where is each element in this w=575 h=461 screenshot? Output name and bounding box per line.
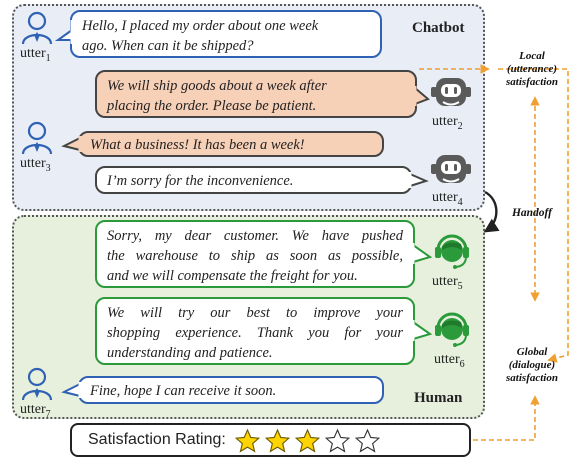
utterance-5-line-3: and we will compensate the freight for y…: [107, 268, 358, 284]
utterance-7-line-1: Fine, hope I can receive it soon.: [90, 383, 277, 399]
utterance-4-line-1: I’m sorry for the inconvenience.: [107, 173, 294, 189]
utterance-1-line-2: ago. When can it be shipped?: [82, 38, 254, 54]
global-label-line-3: satisfaction: [506, 372, 558, 384]
utter-label-7: utter7: [20, 402, 51, 420]
utterance-2-line-1: We will ship goods about a week after: [107, 78, 327, 94]
handoff-label: Handoff: [511, 207, 553, 219]
utterance-bubble-2: We will ship goods about a week after pl…: [95, 70, 417, 118]
local-label-line-3: satisfaction: [506, 76, 558, 88]
local-label-line-2: (utterance): [506, 63, 558, 75]
local-link-line: [419, 64, 490, 74]
utterance-3-line-1: What a business! It has been a week!: [90, 137, 305, 153]
utterance-bubble-7: Fine, hope I can receive it soon.: [78, 376, 384, 404]
local-label-line-1: Local: [519, 50, 545, 62]
handoff-arrow: [483, 190, 500, 233]
utterance-bubble-3: What a business! It has been a week!: [78, 131, 384, 157]
global-label-line-1: Global: [516, 346, 548, 358]
empty-star-icon: [354, 428, 381, 455]
global-label-line-2: (dialogue): [508, 359, 556, 371]
filled-star-icon: [294, 428, 321, 455]
utter-label-6: utter6: [434, 352, 465, 370]
utter-label-5: utter5: [432, 274, 463, 292]
global-link-line: [473, 395, 540, 441]
utterance-5-line-2: the warehouse to ship as soon as possibl…: [107, 248, 403, 264]
utterance-bubble-1: Hello, I placed my order about one week …: [70, 10, 382, 58]
utter-label-3: utter3: [20, 156, 51, 174]
filled-star-icon: [234, 428, 261, 455]
utterance-6-line-2: shopping experience. Thank you for your: [107, 325, 403, 341]
satisfaction-rating-box: Satisfaction Rating:: [70, 423, 471, 457]
utterance-6-line-1: We will try our best to improve your: [107, 305, 403, 321]
utterance-bubble-5: Sorry, my dear customer. We have pushed …: [95, 220, 415, 288]
global-satisfaction-label: Global (dialogue) satisfaction: [497, 346, 567, 385]
utter-label-1: utter1: [20, 46, 51, 64]
utterance-bubble-6: We will try our best to improve your sho…: [95, 297, 415, 365]
empty-star-icon: [324, 428, 351, 455]
utterance-6-line-3: understanding and patience.: [107, 345, 273, 361]
outer-link-line: [498, 68, 569, 363]
utterance-bubble-4: I’m sorry for the inconvenience.: [95, 166, 412, 194]
rating-stars: [234, 428, 384, 460]
utter-label-4: utter4: [432, 190, 463, 208]
filled-star-icon: [264, 428, 291, 455]
satisfaction-rating-label: Satisfaction Rating:: [88, 431, 226, 448]
utterance-1-line-1: Hello, I placed my order about one week: [82, 18, 319, 34]
human-panel-label: Human: [414, 390, 463, 406]
utter-label-2: utter2: [432, 114, 463, 132]
chatbot-panel-label: Chatbot: [412, 20, 465, 36]
utterance-5-line-1: Sorry, my dear customer. We have pushed: [107, 228, 403, 244]
utterance-2-line-2: placing the order. Please be patient.: [107, 98, 317, 114]
local-satisfaction-label: Local (utterance) satisfaction: [497, 50, 567, 89]
